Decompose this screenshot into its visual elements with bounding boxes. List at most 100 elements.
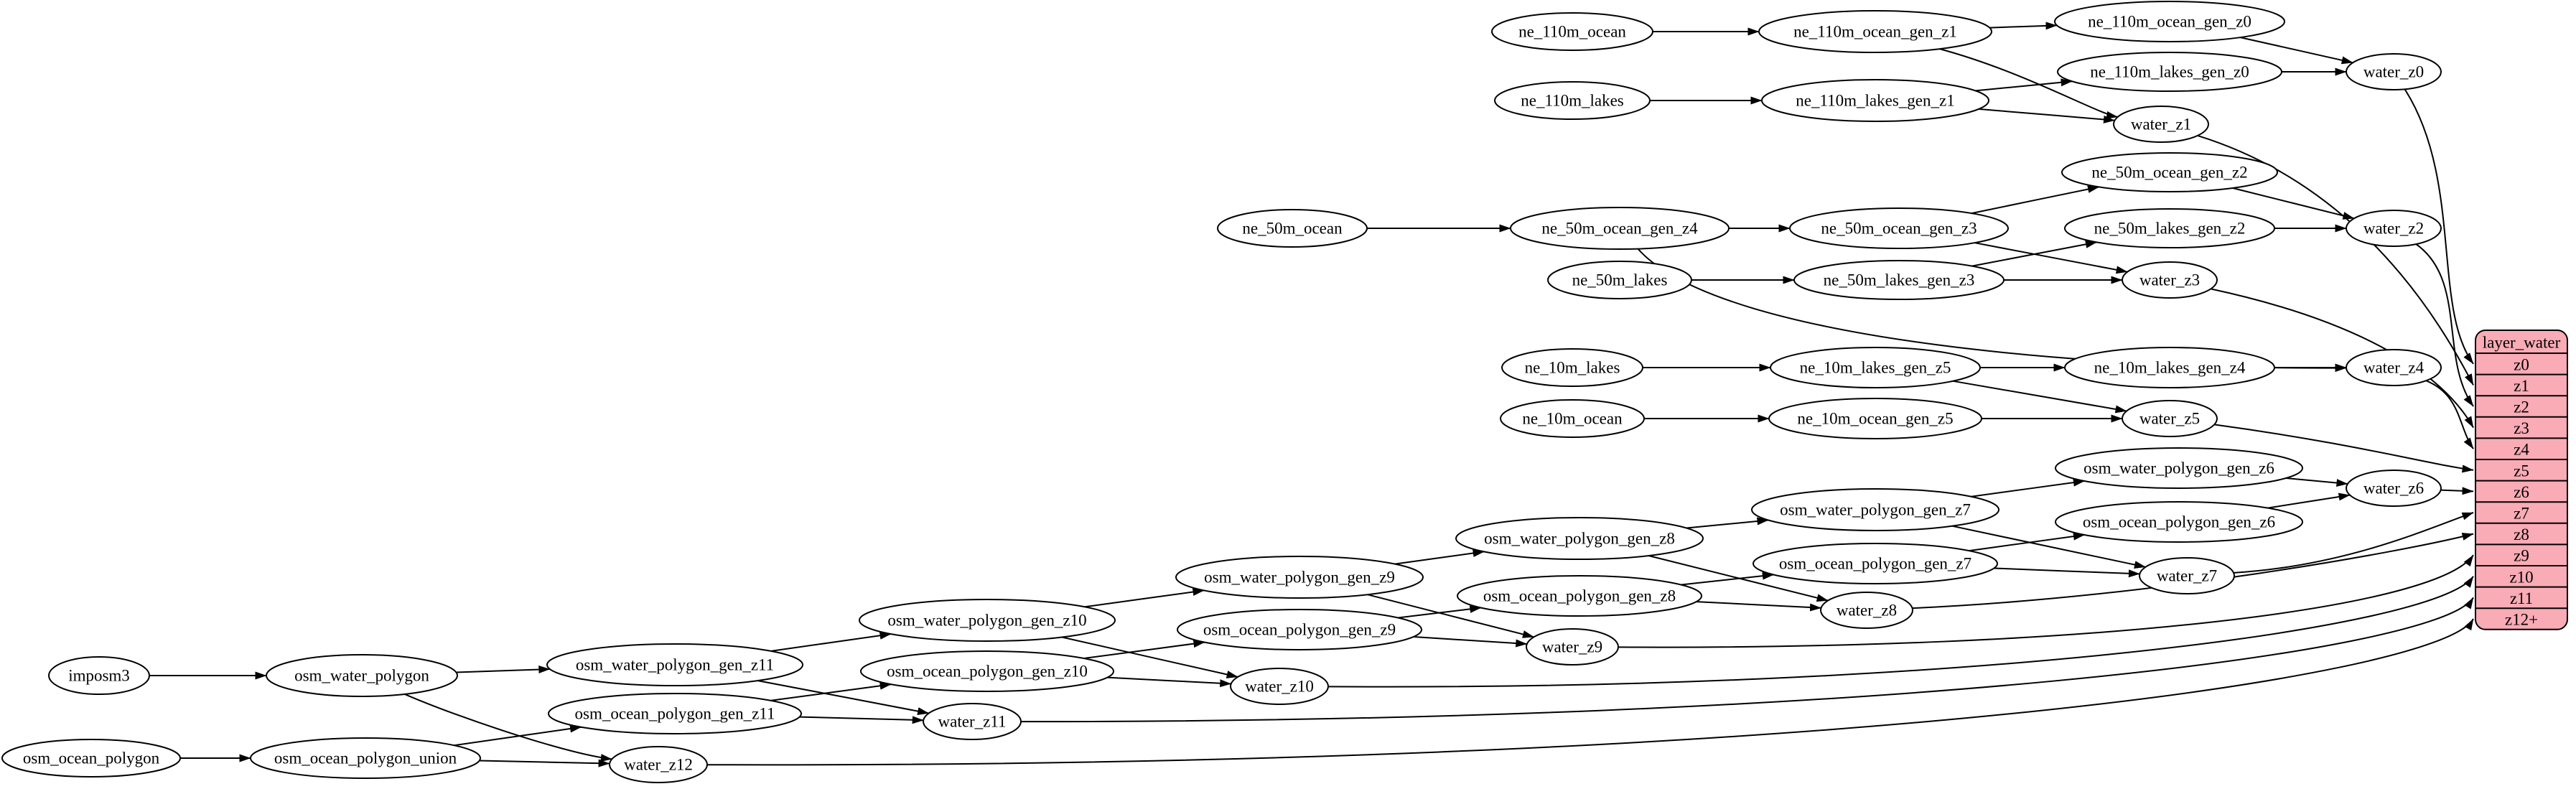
node-ne_110m_lakes: ne_110m_lakes [1494,81,1651,120]
node-label-osm_water_polygon: osm_water_polygon [294,667,429,685]
node-ellipse-water_z6 [2346,470,2442,507]
node-osm_ocean_polygon_union: osm_ocean_polygon_union [250,737,481,779]
node-ellipse-ne_110m_lakes [1494,81,1651,120]
node-label-ne_110m_ocean_gen_z1: ne_110m_ocean_gen_z1 [1793,23,1957,41]
node-label-ne_50m_lakes_gen_z2: ne_50m_lakes_gen_z2 [2094,220,2246,238]
edge-water_z11-to-layer_water-z11 [1020,597,2474,723]
node-ne_50m_ocean_gen_z3: ne_50m_ocean_gen_z3 [1789,207,2009,249]
node-label-ne_10m_lakes: ne_10m_lakes [1525,359,1620,377]
edge-osm_water_polygon-to-water_z12 [404,693,612,762]
node-ellipse-water_z12 [609,746,708,783]
table-row-z6: z6 [2514,483,2529,501]
edge-osm_water_polygon_gen_z11-to-osm_water_polygon_gen_z10 [770,631,892,652]
node-ellipse-osm_water_polygon_gen_z9 [1175,556,1424,599]
edge-water_z8-to-layer_water-z8 [1912,533,2474,610]
node-label-water_z2: water_z2 [2363,220,2424,238]
node-ne_50m_ocean: ne_50m_ocean [1217,209,1368,248]
node-ellipse-ne_110m_ocean_gen_z1 [1758,10,1992,53]
node-ellipse-osm_water_polygon_gen_z6 [2055,447,2303,489]
node-ellipse-water_z2 [2346,210,2442,247]
node-osm_ocean_polygon_gen_z11: osm_ocean_polygon_gen_z11 [548,693,802,734]
edge-water_z7-to-layer_water-z7 [2234,512,2474,574]
node-ne_10m_ocean_gen_z5: ne_10m_ocean_gen_z5 [1768,398,1982,439]
node-label-water_z4: water_z4 [2363,359,2425,377]
node-ellipse-ne_110m_ocean [1491,12,1653,51]
node-osm_water_polygon_gen_z6: osm_water_polygon_gen_z6 [2055,447,2303,489]
node-ne_10m_lakes: ne_10m_lakes [1501,348,1643,387]
node-ellipse-osm_ocean_polygon_gen_z6 [2055,501,2303,543]
node-ellipse-osm_ocean_polygon_gen_z11 [548,693,802,734]
node-label-water_z9: water_z9 [1542,638,1602,656]
edge-water_z6-to-layer_water-z6 [2440,487,2474,495]
edge-ne_50m_ocean_gen_z2-to-water_z2 [2232,187,2355,220]
node-ellipse-water_z1 [2113,106,2209,143]
node-ellipse-osm_water_polygon_gen_z8 [1455,517,1704,560]
edge-water_z0-to-layer_water-z0 [2404,88,2474,365]
table-row-z0: z0 [2514,355,2529,373]
edge-osm_water_polygon_gen_z7-to-water_z7 [1951,525,2146,569]
edge-water_z10-to-layer_water-z10 [1327,576,2474,688]
node-label-ne_50m_ocean_gen_z2: ne_50m_ocean_gen_z2 [2091,164,2247,182]
table-row-z1: z1 [2514,377,2529,395]
node-ellipse-ne_110m_lakes_gen_z1 [1761,79,1989,122]
edge-water_z5-to-layer_water-z5 [2213,424,2474,473]
edge-ne_110m_ocean_gen_z1-to-ne_110m_ocean_gen_z0 [1989,22,2058,30]
node-label-ne_50m_ocean_gen_z3: ne_50m_ocean_gen_z3 [1821,220,1977,238]
node-label-water_z1: water_z1 [2131,116,2191,134]
node-osm_ocean_polygon_gen_z7: osm_ocean_polygon_gen_z7 [1753,543,1998,584]
node-label-water_z0: water_z0 [2363,63,2424,81]
node-label-osm_ocean_polygon_gen_z7: osm_ocean_polygon_gen_z7 [1779,555,1971,573]
node-ne_110m_lakes_gen_z1: ne_110m_lakes_gen_z1 [1761,79,1989,122]
node-osm_water_polygon_gen_z11: osm_water_polygon_gen_z11 [546,643,803,686]
node-ellipse-water_z9 [1526,628,1619,666]
node-osm_water_polygon: osm_water_polygon [266,654,458,697]
node-label-water_z8: water_z8 [1837,602,1897,620]
node-ne_10m_ocean: ne_10m_ocean [1500,399,1645,438]
node-water_z5: water_z5 [2122,400,2218,437]
node-ellipse-osm_ocean_polygon [1,739,181,778]
node-ellipse-osm_ocean_polygon_gen_z9 [1177,609,1422,650]
edge-osm_water_polygon_gen_z11-to-water_z11 [757,680,930,715]
edge-water_z4-to-layer_water-z4 [2425,380,2474,449]
edge-osm_water_polygon_gen_z7-to-osm_water_polygon_gen_z6 [1971,478,2085,498]
edge-osm_ocean_polygon_union-to-osm_ocean_polygon_gen_z11 [454,724,582,747]
node-ellipse-water_z3 [2122,261,2218,299]
node-ellipse-osm_water_polygon_gen_z11 [546,643,803,686]
node-label-ne_10m_lakes_gen_z4: ne_10m_lakes_gen_z4 [2094,359,2246,377]
edge-ne_110m_lakes_gen_z1-to-ne_110m_lakes_gen_z0 [1975,78,2073,92]
node-ellipse-ne_50m_lakes_gen_z3 [1793,260,2005,300]
node-ellipse-osm_ocean_polygon_gen_z10 [860,650,1114,692]
node-ellipse-ne_10m_ocean [1500,399,1645,438]
node-ne_110m_ocean_gen_z1: ne_110m_ocean_gen_z1 [1758,10,1992,53]
table-row-z7: z7 [2514,505,2529,523]
node-ne_50m_ocean_gen_z4: ne_50m_ocean_gen_z4 [1510,207,1730,250]
node-osm_water_polygon_gen_z10: osm_water_polygon_gen_z10 [859,599,1116,642]
node-ellipse-osm_water_polygon [266,654,458,697]
node-ellipse-imposm3 [48,656,150,695]
node-ne_110m_lakes_gen_z0: ne_110m_lakes_gen_z0 [2057,52,2282,92]
layer-water-table-title: layer_water [2483,334,2561,352]
edge-water_z12-to-layer_water-z12+ [706,618,2474,766]
node-osm_water_polygon_gen_z7: osm_water_polygon_gen_z7 [1751,488,1999,531]
node-ne_50m_lakes_gen_z3: ne_50m_lakes_gen_z3 [1793,260,2005,300]
node-osm_water_polygon_gen_z8: osm_water_polygon_gen_z8 [1455,517,1704,560]
node-osm_ocean_polygon_gen_z8: osm_ocean_polygon_gen_z8 [1457,575,1702,617]
node-label-water_z12: water_z12 [624,756,693,774]
edge-osm_ocean_polygon_gen_z6-to-water_z6 [2267,492,2351,509]
node-label-ne_50m_ocean_gen_z4: ne_50m_ocean_gen_z4 [1541,220,1698,238]
node-ellipse-water_z4 [2346,349,2442,386]
edge-osm_water_polygon_gen_z6-to-water_z6 [2286,477,2348,487]
node-osm_water_polygon_gen_z9: osm_water_polygon_gen_z9 [1175,556,1424,599]
layer-water-table-frame [2475,330,2568,630]
edge-osm_water_polygon_gen_z10-to-water_z10 [1061,636,1238,678]
node-ellipse-ne_10m_ocean_gen_z5 [1768,398,1982,439]
node-ellipse-osm_water_polygon_gen_z7 [1751,488,1999,531]
node-water_z4: water_z4 [2346,349,2442,386]
edge-ne_110m_lakes_gen_z1-to-water_z1 [1978,108,2115,123]
node-label-water_z5: water_z5 [2139,410,2200,428]
edge-ne_50m_ocean_gen_z3-to-water_z3 [1974,242,2128,274]
node-label-osm_water_polygon_gen_z11: osm_water_polygon_gen_z11 [576,656,774,674]
node-label-osm_water_polygon_gen_z10: osm_water_polygon_gen_z10 [887,612,1086,630]
node-ellipse-ne_10m_lakes_gen_z5 [1770,347,1981,388]
node-ellipse-osm_ocean_polygon_gen_z8 [1457,575,1702,617]
